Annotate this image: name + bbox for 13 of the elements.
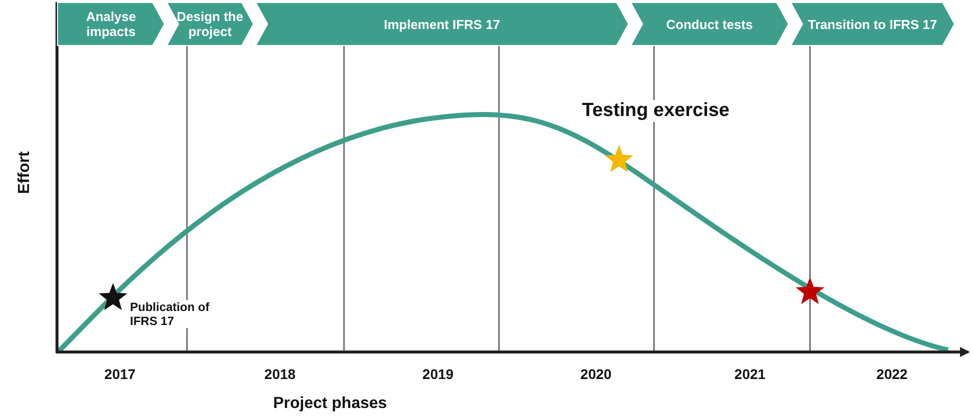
year-label: 2020 <box>580 366 612 382</box>
phase-banner: Transition to IFRS 17 <box>790 2 955 46</box>
axis-title: Project phases <box>273 395 387 413</box>
year-label: 2018 <box>264 366 296 382</box>
year-label: 2022 <box>876 366 908 382</box>
annotation-text: Publication of IFRS 17 <box>130 300 210 328</box>
phase-banner: Conduct tests <box>630 2 789 46</box>
phase-banner: Analyse impacts <box>57 2 165 46</box>
annotation-text: Testing exercise <box>582 100 730 122</box>
year-label: 2019 <box>422 366 454 382</box>
year-label: 2017 <box>104 366 136 382</box>
phase-banner: Design the project <box>166 2 254 46</box>
year-label: 2021 <box>734 366 766 382</box>
